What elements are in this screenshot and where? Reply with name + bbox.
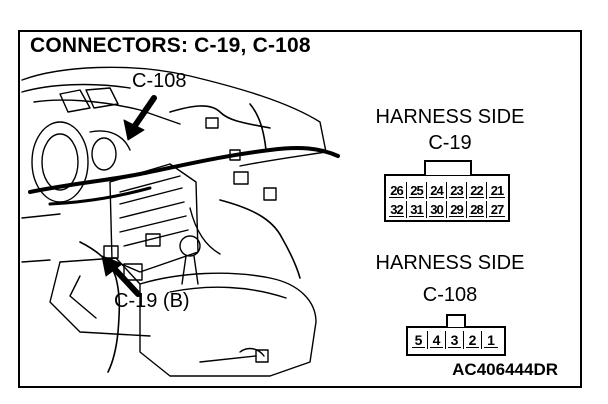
c19-top-row: 26 25 24 23 22 21 <box>387 182 507 199</box>
callout-c19b: C-19 (B) <box>114 290 190 312</box>
pin: 29 <box>447 201 467 218</box>
pin: 31 <box>407 201 427 218</box>
pin: 28 <box>467 201 487 218</box>
pin: 23 <box>447 182 467 199</box>
diagram-title: CONNECTORS: C-19, C-108 <box>30 34 311 57</box>
pin: 21 <box>487 182 507 199</box>
pin: 30 <box>427 201 447 218</box>
diagram-frame: CONNECTORS: C-19, C-108 <box>18 30 582 388</box>
c108-connector-face: 5 4 3 2 1 <box>406 314 508 358</box>
arrow-icon <box>101 95 157 297</box>
c19-heading: HARNESS SIDE <box>375 106 525 128</box>
c108-pin-row: 5 4 3 2 1 <box>410 331 500 349</box>
c108-connector-body <box>406 326 506 356</box>
pin: 22 <box>467 182 487 199</box>
c19-connector-tab <box>424 160 472 175</box>
callout-c108: C-108 <box>132 70 187 92</box>
c19-name: C-19 <box>428 132 472 154</box>
pin: 24 <box>427 182 447 199</box>
c108-heading: HARNESS SIDE <box>375 252 525 274</box>
c19-connector-face: 26 25 24 23 22 21 32 31 30 29 28 27 <box>384 160 512 226</box>
c108-name: C-108 <box>422 284 478 306</box>
pin: 3 <box>446 331 464 349</box>
dashboard-illustration <box>21 66 340 377</box>
pin: 4 <box>428 331 446 349</box>
pin: 27 <box>487 201 507 218</box>
pin: 26 <box>387 182 407 199</box>
pin: 2 <box>464 331 482 349</box>
c19-bottom-row: 32 31 30 29 28 27 <box>387 201 507 218</box>
c108-connector-tab <box>446 314 466 327</box>
figure-code: AC406444DR <box>452 360 558 379</box>
pin: 5 <box>410 331 428 349</box>
c19-connector-body <box>384 174 510 222</box>
pin: 25 <box>407 182 427 199</box>
pin: 32 <box>387 201 407 218</box>
pin: 1 <box>482 331 500 349</box>
